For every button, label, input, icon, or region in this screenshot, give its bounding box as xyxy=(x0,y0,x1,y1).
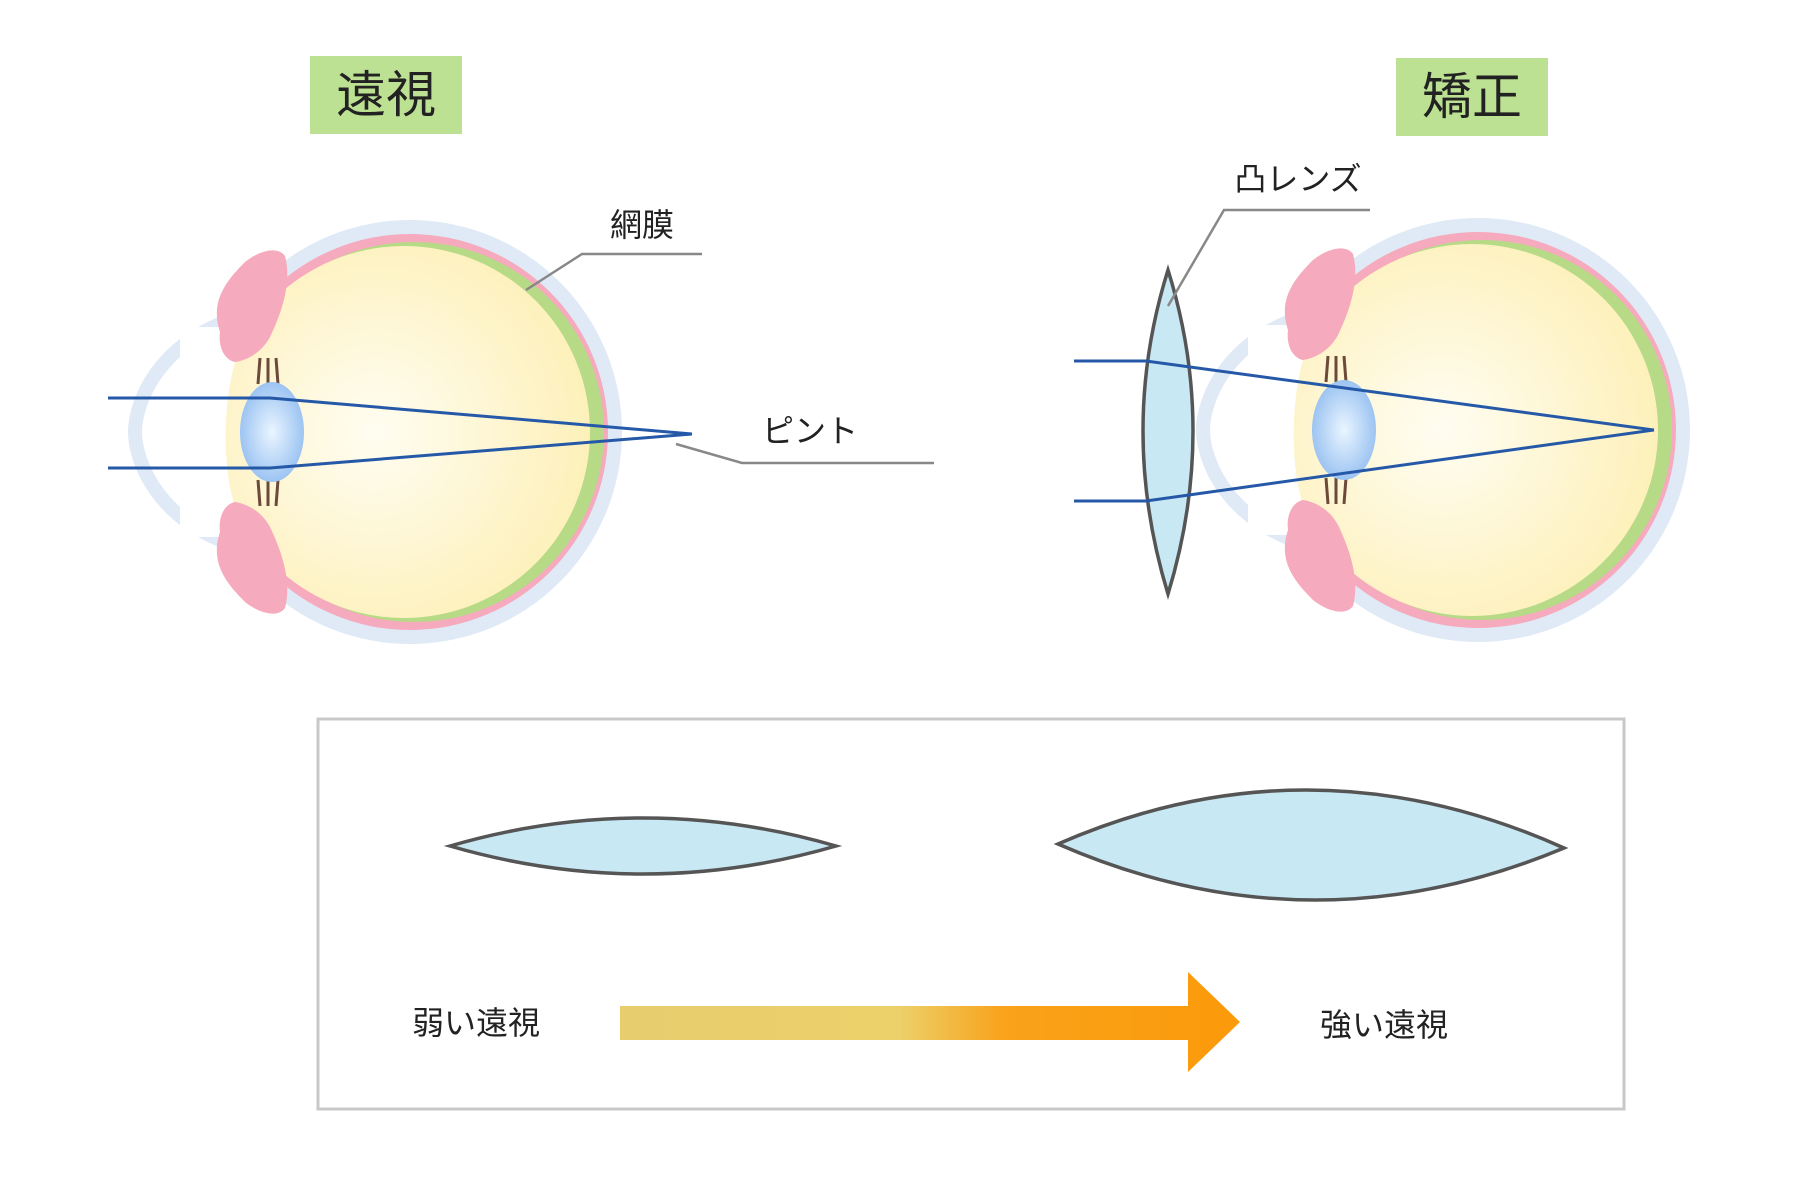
title-hyperopia: 遠視 xyxy=(336,66,436,124)
label-strong-hyperopia: 強い遠視 xyxy=(1320,1006,1448,1044)
title-tag-hyperopia: 遠視 xyxy=(310,56,462,134)
ciliary-body-bottom xyxy=(216,502,288,614)
vitreous-body xyxy=(218,246,590,618)
vitreous-body xyxy=(1286,244,1658,616)
title-tag-correction: 矯正 xyxy=(1396,58,1548,136)
ciliary-body-top xyxy=(1284,248,1356,360)
zonule-fibers xyxy=(1324,355,1348,505)
light-rays-corrected xyxy=(1074,359,1655,503)
weak-lens xyxy=(443,816,843,876)
label-focus: ピント xyxy=(762,412,858,450)
ciliary-body-bottom xyxy=(1284,500,1356,612)
label-weak-hyperopia: 弱い遠視 xyxy=(412,1004,540,1042)
zonule-fibers xyxy=(256,357,280,507)
comparison-box xyxy=(316,717,1626,1111)
ciliary-body-top xyxy=(216,250,288,362)
leader-convex-lens xyxy=(1166,208,1370,307)
title-correction: 矯正 xyxy=(1422,68,1522,126)
label-retina: 網膜 xyxy=(610,206,674,244)
leader-focus xyxy=(675,442,934,465)
label-convex-lens: 凸レンズ xyxy=(1234,160,1361,198)
strong-lens xyxy=(1053,788,1569,902)
severity-arrow xyxy=(620,972,1240,1072)
crystalline-lens xyxy=(240,382,304,482)
leader-retina xyxy=(525,252,702,292)
light-rays-hyperopia xyxy=(108,396,693,470)
eye-corrected xyxy=(1195,218,1690,642)
crystalline-lens xyxy=(1312,380,1376,480)
convex-lens xyxy=(1141,264,1195,601)
eye-hyperopia xyxy=(127,220,622,644)
